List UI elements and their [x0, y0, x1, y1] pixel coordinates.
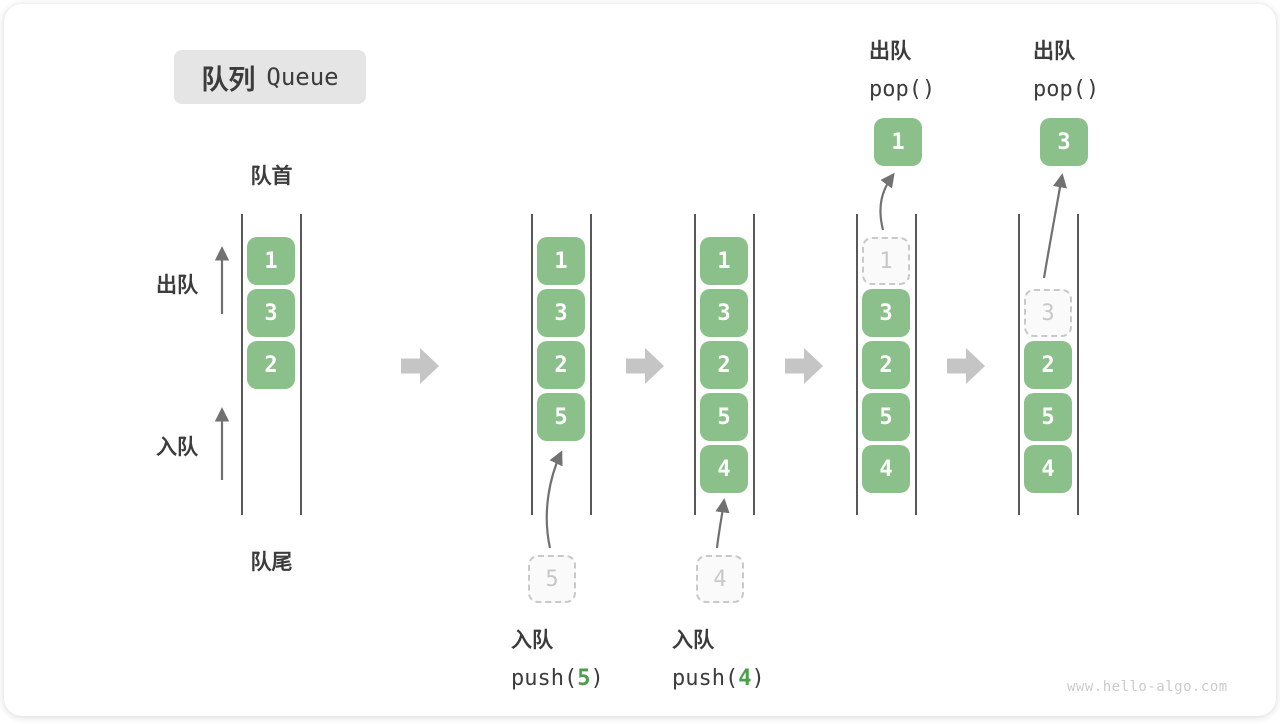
- queue-item: 2: [247, 341, 295, 389]
- queue-side-line: [1018, 214, 1020, 515]
- popped-item: 1: [874, 118, 922, 166]
- queue-item: 2: [537, 341, 585, 389]
- title-zh: 队列: [201, 64, 256, 95]
- title-box: 队列 Queue: [174, 50, 366, 104]
- transition-arrow-icon: [785, 348, 823, 384]
- operation-label-after-push-5: 入队 push(5): [511, 624, 604, 691]
- title-en: Queue: [266, 63, 339, 91]
- queue-side-line: [915, 214, 917, 515]
- operation-code-label: pop(): [1033, 77, 1100, 102]
- queue-item: 3: [247, 289, 295, 337]
- queue-item: 5: [700, 393, 748, 441]
- queue-item: 2: [700, 341, 748, 389]
- queue-item: 2: [862, 341, 910, 389]
- queue-item: 3: [537, 289, 585, 337]
- queue-item: 4: [862, 445, 910, 493]
- queue-item: 1: [247, 237, 295, 285]
- operation-code-label: push(5): [511, 666, 604, 691]
- operation-zh-label: 入队: [672, 629, 714, 652]
- popped-item: 3: [1040, 118, 1088, 166]
- queue-side-line: [694, 214, 696, 515]
- queue-item: 3: [700, 289, 748, 337]
- queue-item: 3: [862, 289, 910, 337]
- operation-code-label: pop(): [869, 77, 936, 102]
- queue-rear-label: 队尾: [250, 551, 293, 574]
- queue-item: 5: [1024, 393, 1072, 441]
- queue-item: 1: [537, 237, 585, 285]
- queue-item: 4: [700, 445, 748, 493]
- transition-arrow-icon: [626, 348, 664, 384]
- operation-code-label: push(4): [672, 666, 765, 691]
- operation-label-after-pop-1: 出队 pop(): [869, 35, 935, 102]
- queue-front-label: 队首: [250, 165, 293, 188]
- queue-item: 5: [537, 393, 585, 441]
- transition-arrow-icon: [947, 348, 985, 384]
- queue-item-ghost: 1: [862, 237, 910, 285]
- queue-item: 5: [862, 393, 910, 441]
- queue-side-line: [856, 214, 858, 515]
- staged-item: 4: [696, 555, 744, 603]
- queue-item: 4: [1024, 445, 1072, 493]
- operation-zh-label: 入队: [511, 629, 553, 652]
- transition-arrow-icon: [401, 348, 439, 384]
- queue-item: 1: [700, 237, 748, 285]
- queue-side-line: [1077, 214, 1079, 515]
- queue-side-line: [590, 214, 592, 515]
- queue-side-line: [300, 214, 302, 515]
- watermark: www.hello-algo.com: [1067, 679, 1228, 695]
- operation-zh-label: 出队: [1033, 40, 1075, 63]
- enqueue-label: 入队: [156, 436, 198, 459]
- staged-item: 5: [528, 555, 576, 603]
- queue-item: 2: [1024, 341, 1072, 389]
- queue-side-line: [753, 214, 755, 515]
- operation-zh-label: 出队: [869, 40, 911, 63]
- queue-item-ghost: 3: [1024, 289, 1072, 337]
- queue-side-line: [531, 214, 533, 515]
- queue-side-line: [241, 214, 243, 515]
- dequeue-label: 出队: [156, 274, 198, 297]
- operation-label-after-push-4: 入队 push(4): [672, 624, 765, 691]
- operation-label-after-pop-3: 出队 pop(): [1033, 35, 1099, 102]
